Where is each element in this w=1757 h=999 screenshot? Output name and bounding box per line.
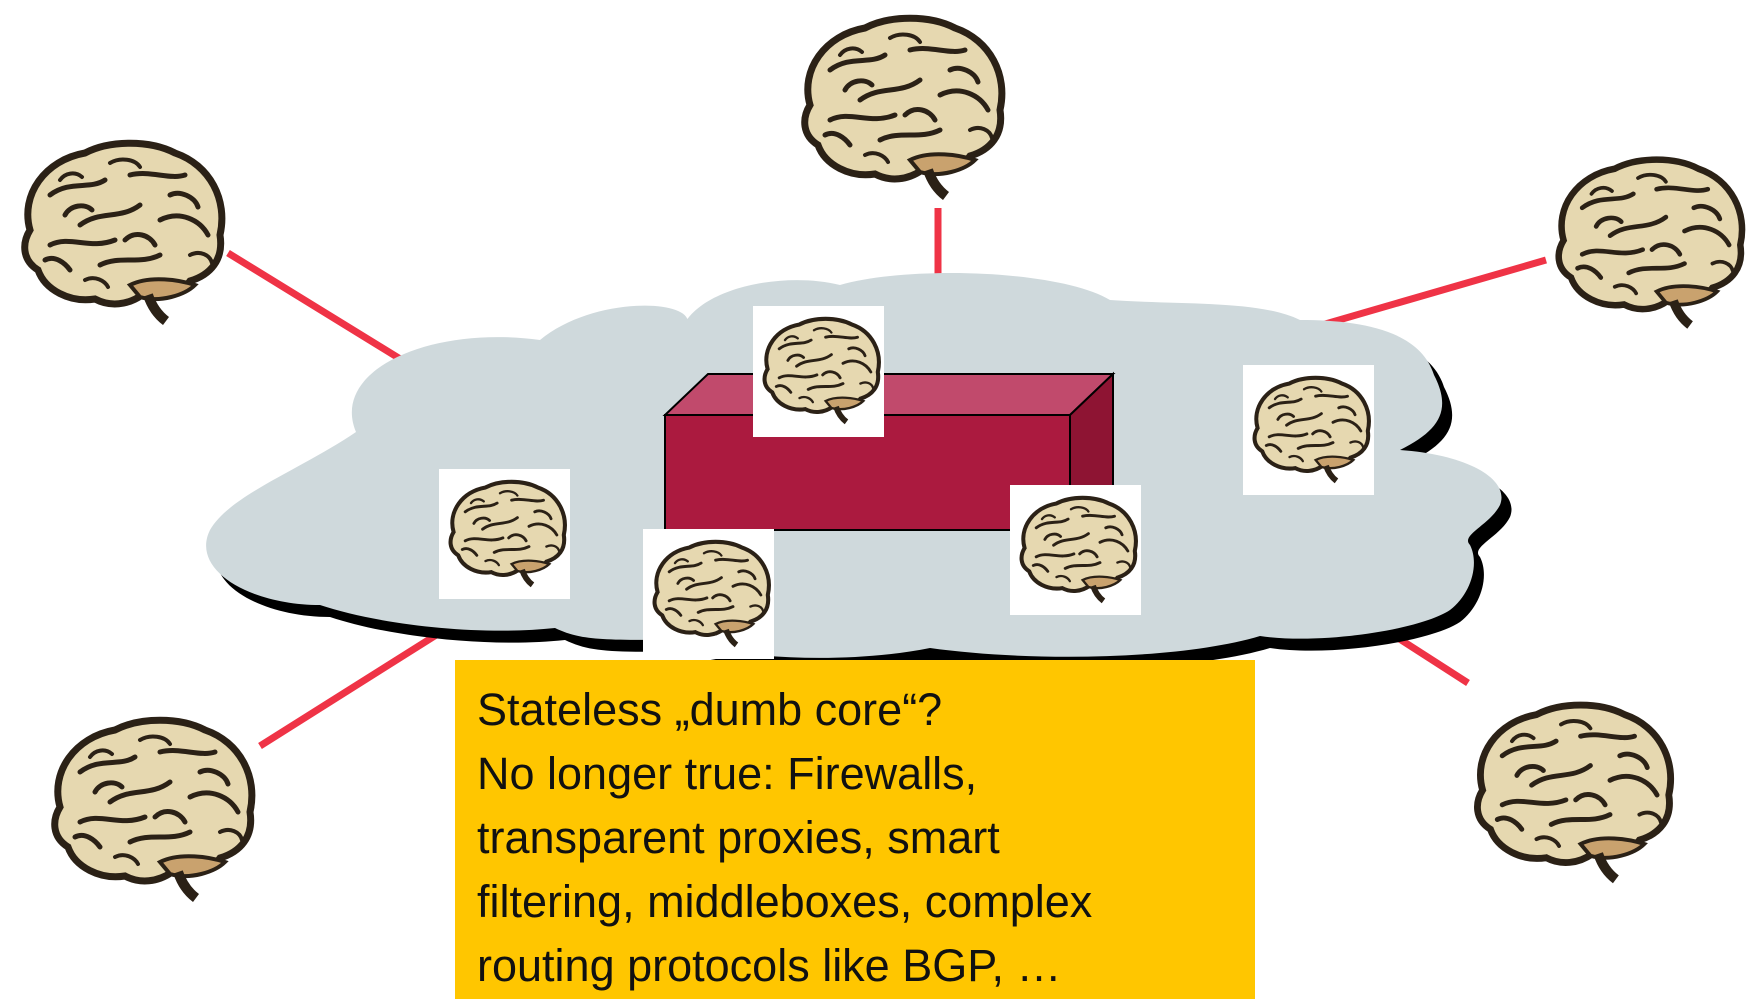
edge-brain-top-right-icon [1559,160,1742,325]
edge-brain-top-left-icon [25,143,222,321]
callout-line-5: routing protocols like BGP, … [477,934,1233,998]
edge-brain-bottom-right-icon [1477,705,1670,879]
callout-box: Stateless „dumb core“? No longer true: F… [455,660,1255,999]
core-brain-right [1243,365,1374,495]
link-line-top-left [228,253,410,365]
core-brain-center-left [643,529,774,659]
link-line-bottom-left [260,620,460,746]
callout-line-3: transparent proxies, smart [477,806,1233,870]
core-brain-center-right [1010,485,1141,615]
callout-line-4: filtering, middleboxes, complex [477,870,1233,934]
callout-line-1: Stateless „dumb core“? [477,678,1233,742]
edge-brain-top-icon [805,18,1002,196]
core-brain-top [753,306,884,437]
core-brain-left [439,469,570,599]
edge-brain-bottom-left-icon [55,720,252,898]
callout-line-2: No longer true: Firewalls, [477,742,1233,806]
